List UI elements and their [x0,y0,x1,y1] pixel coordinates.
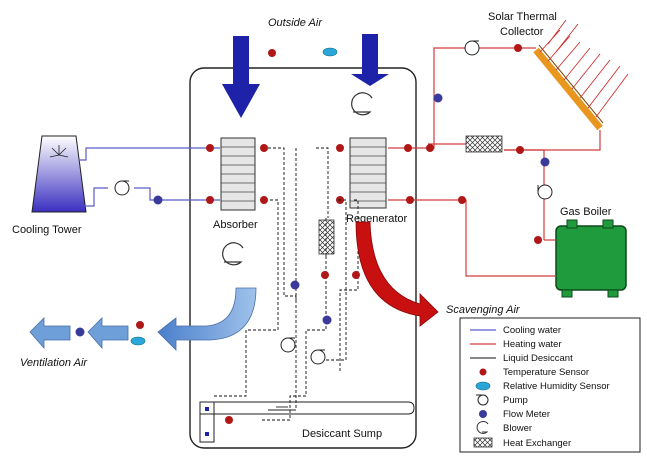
cooling-tower [31,135,87,213]
legend-item-label: Relative Humidity Sensor [503,381,610,392]
absorber-unit [220,137,256,211]
legend-item-label: Flow Meter [503,409,550,420]
temperature-sensor-icon [534,236,542,244]
temperature-sensor-icon [516,146,524,154]
pump-icon [464,40,480,56]
humidity-sensor-icon [475,381,491,391]
solar-collector [533,19,629,131]
blower-icon [476,420,489,434]
regenerator-label: Regenerator [346,213,407,225]
humidity-sensor-icon [130,336,146,346]
legend-item-label: Blower [503,423,532,434]
scavenging-air-arrow [355,221,439,327]
temperature-sensor-icon [136,321,144,329]
flow-meter-icon [75,327,85,337]
outside-air-label: Outside Air [268,17,323,29]
blower-icon [351,92,373,116]
legend-item-label: Temperature Sensor [503,367,589,378]
temperature-sensor-icon [479,368,487,376]
legend-item-label: Heating water [503,339,562,350]
legend-item-label: Pump [503,395,528,406]
temperature-sensor-icon [260,196,268,204]
outside-air-arrow-right [351,34,389,86]
flow-meter-icon [540,157,550,167]
flow-meter-icon [153,195,163,205]
desiccant-sump-label: Desiccant Sump [302,428,382,440]
temperature-sensor-icon [336,144,344,152]
flow-meter-icon [290,280,300,290]
regenerator-unit [349,137,387,209]
temperature-sensor-icon [352,271,360,279]
heat-exchanger-icon [465,135,503,153]
solar-collector-label-line1: Solar Thermal [488,11,557,23]
ventilation-air-label: Ventilation Air [20,357,88,369]
solar-collector-label-line2: Collector [500,26,544,38]
temperature-sensor-icon [406,196,414,204]
temperature-sensor-icon [206,196,214,204]
temperature-sensor-icon [321,271,329,279]
main-enclosure [189,67,417,449]
pump-icon [280,337,296,353]
legend: Cooling water Heating water Liquid Desic… [459,317,641,453]
ventilation-air-arrow [29,287,257,351]
gas-boiler [555,219,627,298]
pump-icon [310,349,326,365]
legend-item-label: Heat Exchanger [503,438,571,449]
flow-meter-icon [433,93,443,103]
heat-exchanger-icon [473,437,493,448]
pump-icon [537,184,553,200]
gas-boiler-label: Gas Boiler [560,206,612,218]
legend-item-label: Cooling water [503,325,561,336]
flow-meter-icon [322,315,332,325]
heat-exchanger-icon [318,219,335,255]
temperature-sensor-icon [426,144,434,152]
outside-air-arrow-left [222,36,260,118]
temperature-sensor-icon [514,44,522,52]
cooling-tower-label: Cooling Tower [12,224,82,236]
temperature-sensor-icon [260,144,268,152]
pump-icon [476,394,489,406]
liquid-desiccant-loop [212,147,359,421]
scavenging-air-label: Scavenging Air [446,304,521,316]
temperature-sensor-icon [206,144,214,152]
absorber-label: Absorber [213,219,258,231]
desiccant-sump [199,401,415,443]
temperature-sensor-icon [404,144,412,152]
flow-meter-icon [479,410,487,418]
temperature-sensor-icon [268,49,276,57]
blower-icon [222,242,244,266]
humidity-sensor-icon [322,47,338,57]
legend-item-label: Liquid Desiccant [503,353,573,364]
temperature-sensor-icon [225,416,233,424]
pump-icon [114,180,130,196]
cooling-water-loop [80,147,220,207]
temperature-sensor-icon [458,196,466,204]
